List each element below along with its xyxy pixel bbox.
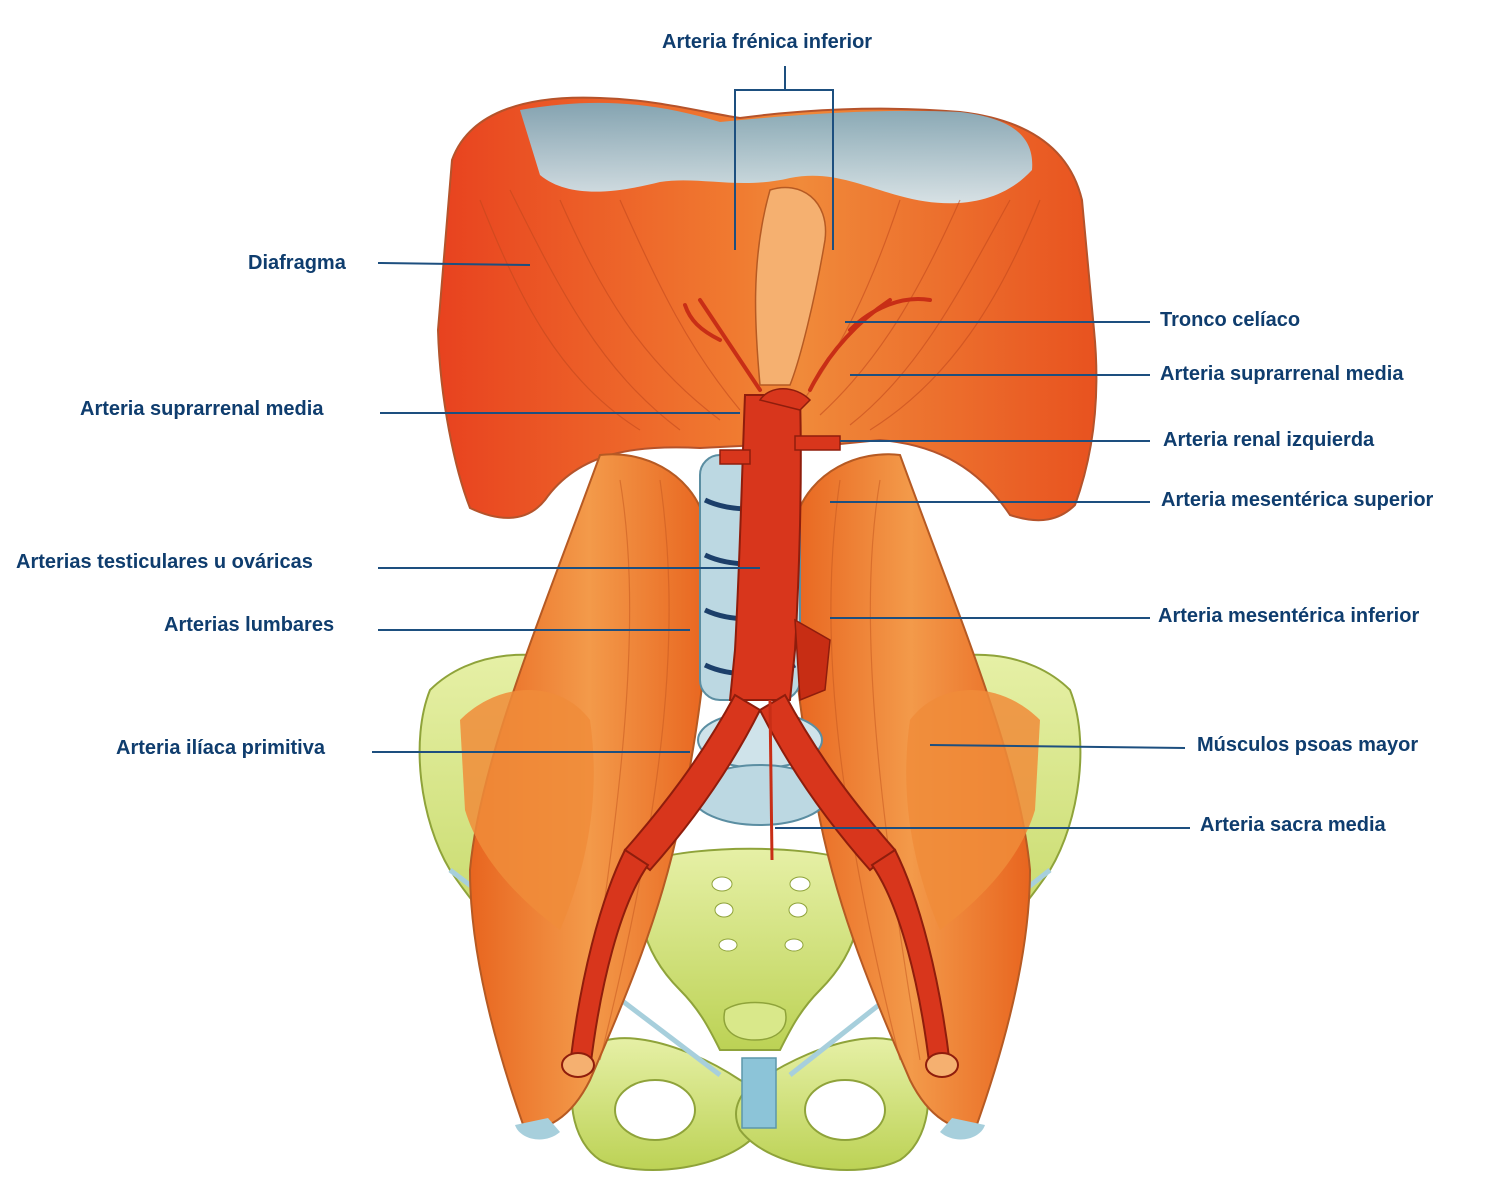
label-arteria-mesenterica-superior: Arteria mesentérica superior: [1161, 489, 1434, 511]
label-arterias-testiculares: Arterias testiculares u ováricas: [16, 551, 313, 573]
leader-psoas: [929, 744, 1186, 749]
label-arteria-renal-izquierda: Arteria renal izquierda: [1163, 429, 1375, 451]
label-arteria-suprarrenal-media-right: Arteria suprarrenal media: [1160, 363, 1404, 385]
psoas-muscles: [460, 453, 1040, 1140]
label-musculos-psoas-mayor: Músculos psoas mayor: [1197, 734, 1419, 756]
label-arterias-lumbares: Arterias lumbares: [164, 614, 335, 636]
aorta: [561, 186, 959, 1078]
leader-frenica-bracket: [734, 89, 834, 250]
label-arteria-frenica-inferior: Arteria frénica inferior: [662, 31, 873, 53]
label-arteria-sacra-media: Arteria sacra media: [1200, 814, 1386, 836]
label-arteria-mesenterica-inferior: Arteria mesentérica inferior: [1158, 605, 1420, 627]
leader-diafragma: [377, 262, 531, 266]
label-diafragma: Diafragma: [248, 252, 346, 274]
label-arteria-suprarrenal-media-left: Arteria suprarrenal media: [80, 398, 324, 420]
label-arteria-iliaca-primitiva: Arteria ilíaca primitiva: [116, 737, 325, 759]
label-tronco-celiaco: Tronco celíaco: [1160, 309, 1301, 331]
